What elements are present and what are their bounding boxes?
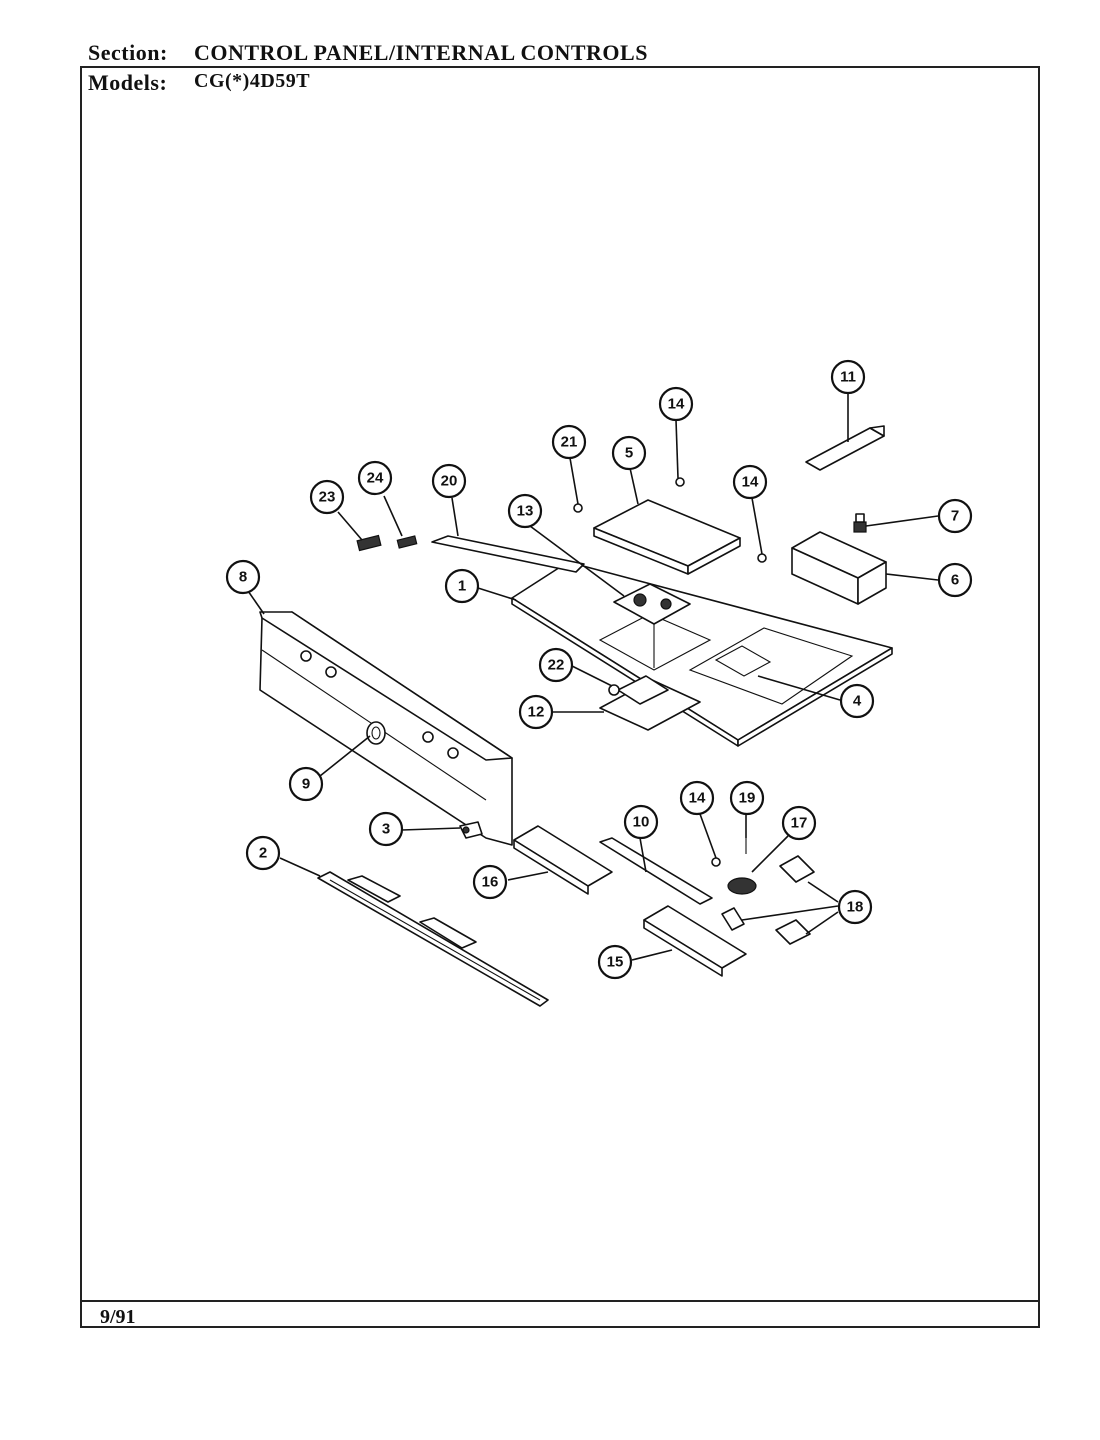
section-title: CONTROL PANEL/INTERNAL CONTROLS (194, 40, 648, 65)
svg-text:11: 11 (840, 369, 856, 386)
part-18-clips (721, 855, 815, 945)
callout-12: 12 (518, 694, 554, 730)
callout-9: 9 (288, 766, 324, 802)
callout-14-c: 14 (679, 780, 715, 816)
callout-6: 6 (937, 562, 973, 598)
models-label: Models: (88, 70, 168, 95)
callout-24: 24 (357, 460, 393, 496)
callout-14-b: 14 (732, 464, 768, 500)
part-15-channel (643, 905, 747, 977)
callout-23: 23 (309, 479, 345, 515)
svg-text:12: 12 (528, 704, 545, 721)
svg-text:17: 17 (791, 815, 808, 832)
callout-18: 18 (837, 889, 873, 925)
svg-text:9: 9 (302, 776, 310, 793)
footer-date: 9/91 (100, 1306, 136, 1328)
part-16-channel (513, 825, 613, 895)
callout-1: 1 (444, 568, 480, 604)
callout-13: 13 (507, 493, 543, 529)
callout-15: 15 (597, 944, 633, 980)
part-3-clip (459, 821, 483, 839)
part-2-rail (317, 871, 549, 1007)
svg-text:14: 14 (668, 396, 685, 413)
callout-16: 16 (472, 864, 508, 900)
screw-markers (573, 477, 767, 867)
svg-text:6: 6 (951, 572, 959, 589)
part-12-bracket (599, 675, 701, 731)
svg-text:4: 4 (853, 693, 862, 710)
svg-text:13: 13 (517, 503, 534, 520)
svg-text:14: 14 (742, 474, 759, 491)
svg-text:5: 5 (625, 445, 633, 462)
svg-text:3: 3 (382, 821, 390, 838)
part-17-coil (727, 877, 757, 895)
svg-text:18: 18 (847, 899, 864, 916)
section-label: Section: (88, 40, 168, 65)
svg-text:20: 20 (441, 473, 458, 490)
svg-text:2: 2 (259, 845, 267, 862)
svg-text:8: 8 (239, 569, 247, 586)
callout-7: 7 (937, 498, 973, 534)
part-5-cover-plate (593, 499, 741, 575)
part-8-front-bracket (259, 611, 513, 846)
svg-text:14: 14 (689, 790, 706, 807)
svg-text:15: 15 (607, 954, 624, 971)
callout-14-a: 14 (658, 386, 694, 422)
models-value: CG(*)4D59T (194, 70, 311, 92)
svg-text:21: 21 (561, 434, 578, 451)
diagram-frame (80, 66, 1040, 1328)
callout-22: 22 (538, 647, 574, 683)
callout-4: 4 (839, 683, 875, 719)
part-7-switch (853, 513, 867, 533)
svg-text:19: 19 (739, 790, 756, 807)
callout-3: 3 (368, 811, 404, 847)
part-13-mechanism (613, 583, 691, 668)
part-20-lever (431, 535, 585, 573)
svg-text:16: 16 (482, 874, 499, 891)
callout-20: 20 (431, 463, 467, 499)
footer-divider (80, 1300, 1040, 1302)
callout-21: 21 (551, 424, 587, 460)
part-6-housing (791, 531, 887, 605)
callout-17: 17 (781, 805, 817, 841)
leader-lines (245, 392, 939, 961)
callout-11: 11 (830, 359, 866, 395)
callout-10: 10 (623, 804, 659, 840)
svg-text:22: 22 (548, 657, 565, 674)
part-23-spring (356, 534, 382, 552)
svg-text:24: 24 (367, 470, 384, 487)
part-24-spring (396, 535, 418, 549)
svg-text:23: 23 (319, 489, 336, 506)
callout-8: 8 (225, 559, 261, 595)
callout-2: 2 (245, 835, 281, 871)
part-10-bracket (599, 837, 713, 905)
svg-text:10: 10 (633, 814, 650, 831)
svg-text:1: 1 (458, 578, 466, 595)
callout-5: 5 (611, 435, 647, 471)
part-9-grommet (366, 721, 386, 745)
part-11-bracket (805, 425, 885, 471)
svg-text:7: 7 (951, 508, 959, 525)
callout-19: 19 (729, 780, 765, 816)
